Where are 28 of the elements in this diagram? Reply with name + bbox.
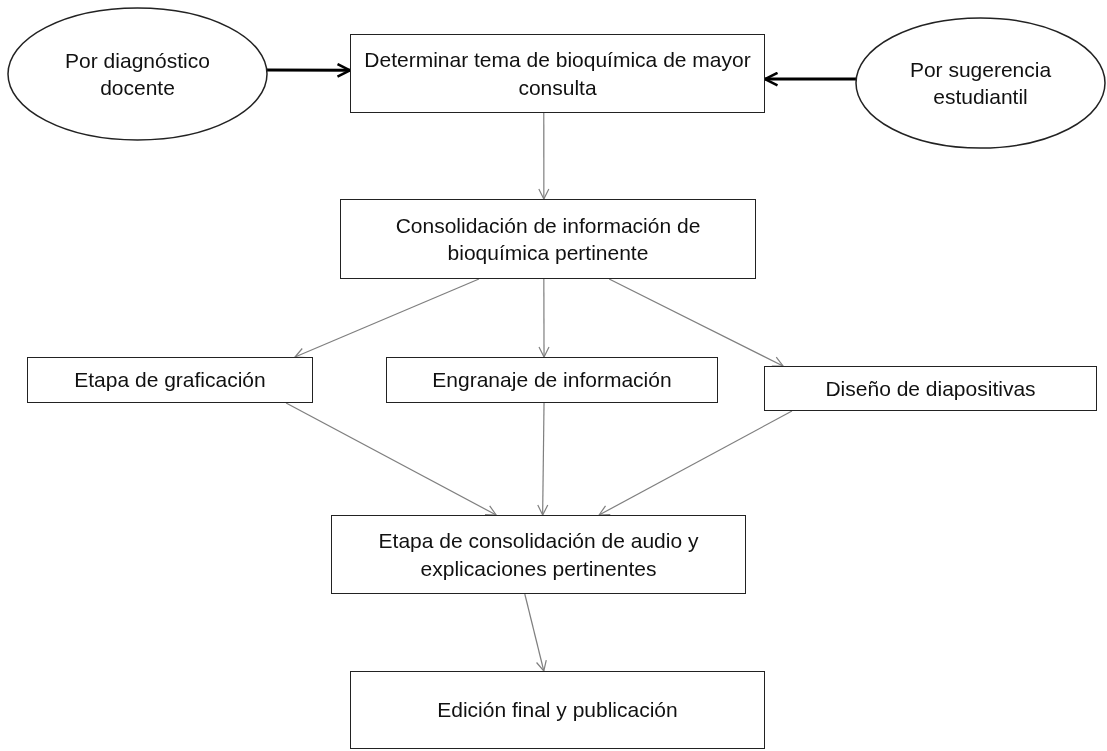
node-label: Por sugerencia estudiantil (908, 56, 1053, 110)
node-label: Engranaje de información (431, 367, 673, 394)
process-box (27, 357, 313, 403)
node-label: Determinar tema de bioquímica de mayor consulta (363, 47, 752, 101)
process-box (350, 34, 765, 113)
node-label: Diseño de diapositivas (824, 375, 1037, 402)
process-box (350, 671, 765, 749)
node-label: Edición final y publicación (436, 697, 679, 724)
arrow (538, 112, 550, 200)
arrow (294, 278, 480, 359)
arrow (266, 62, 352, 78)
arrow (598, 410, 793, 516)
arrow (538, 278, 550, 358)
ellipse-node (8, 8, 267, 140)
arrow (524, 593, 547, 672)
node-label: Etapa de graficación (73, 367, 267, 394)
arrow (285, 402, 497, 516)
arrow (537, 402, 549, 516)
node-label: Por diagnóstico docente (64, 47, 211, 101)
node-label: Consolidación de información de bioquímica pertinente (394, 212, 702, 266)
process-box (331, 515, 746, 594)
process-box (386, 357, 718, 403)
arrow (763, 71, 857, 87)
ellipse-node (856, 18, 1105, 148)
process-box (340, 199, 756, 279)
arrow (608, 278, 784, 367)
node-label: Etapa de consolidación de audio y explicaciones pertinentes (377, 528, 700, 582)
process-box (764, 366, 1097, 411)
